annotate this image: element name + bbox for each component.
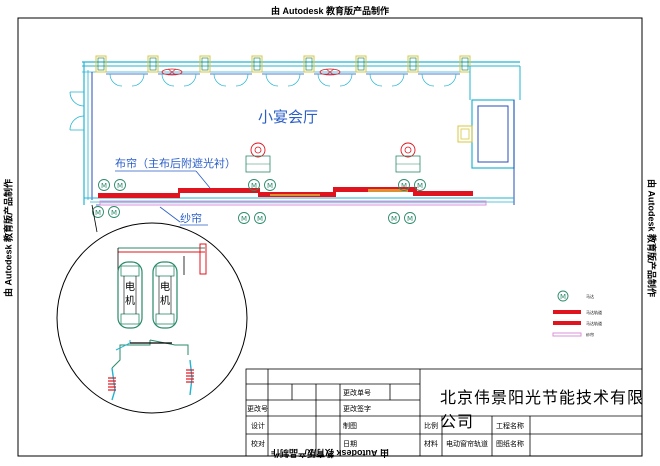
svg-text:M: M: [101, 182, 107, 190]
window-bay: [366, 73, 408, 87]
ceiling-light: [395, 142, 421, 173]
legend-item-rail-2: 马达轨道: [586, 320, 602, 326]
wall-post: [459, 55, 471, 73]
tb-material-label: 材料: [424, 440, 438, 448]
motor-icon: M: [98, 179, 110, 191]
cable-plug: [186, 369, 194, 383]
tb-project-label: 工程名称: [496, 422, 524, 430]
motor-icon: M: [404, 212, 416, 224]
tb-scale-label: 比例: [424, 422, 438, 430]
tb-change-sign-label: 更改签字: [343, 405, 371, 413]
ceiling-ornament: [319, 68, 341, 76]
motor-icon: M: [398, 179, 410, 191]
wall-post: [407, 55, 419, 73]
tb-date-label: 日期: [343, 440, 357, 448]
window-bay: [314, 73, 356, 87]
tb-drawing-label: 制图: [343, 422, 357, 430]
ceiling-light: [245, 142, 271, 173]
window-bay: [262, 73, 304, 87]
svg-text:电: 电: [160, 280, 170, 293]
window-bay: [210, 73, 252, 87]
legend-item-sheer: 纱帘: [586, 331, 594, 337]
wall-post: [303, 55, 315, 73]
tb-change-no-label: 更改单号: [343, 389, 371, 397]
motor-icon: M: [414, 179, 426, 191]
motor-icon: M: [238, 212, 250, 224]
svg-text:M: M: [251, 182, 257, 190]
window-bay: [106, 73, 148, 87]
motors: M M M M M M M M M M M M: [92, 179, 426, 224]
motor-icon: M: [108, 206, 120, 218]
svg-text:M: M: [407, 215, 413, 223]
motor-body-right: 电机: [152, 261, 178, 329]
wall-post: [147, 55, 159, 73]
tb-check-label: 校对: [251, 440, 265, 448]
svg-text:机: 机: [160, 294, 170, 307]
svg-text:M: M: [267, 182, 273, 190]
legend-item-rail-1: 马达轨道: [586, 309, 602, 315]
company-name: 北京伟景阳光节能技术有限公司: [440, 388, 645, 431]
motor-icon: M: [248, 179, 260, 191]
ceiling-ornament: [161, 68, 183, 76]
sheer-curtain: [99, 200, 487, 206]
wall-post: [95, 55, 107, 73]
floor-plan: 小宴会厅 布帘（主布后附遮光衬） 纱帘 M M M M M M M M M M M M: [69, 55, 521, 226]
cloth-curtain-rails: [98, 187, 473, 198]
motor-icon: M: [264, 179, 276, 191]
motor-icon: M: [114, 179, 126, 191]
wall-post: [251, 55, 263, 73]
motor-icon: M: [92, 206, 104, 218]
svg-text:电: 电: [125, 280, 135, 293]
svg-text:M: M: [257, 215, 263, 223]
window-bay: [418, 73, 460, 87]
svg-text:机: 机: [125, 294, 135, 307]
motor-body-left: 电机: [117, 261, 143, 329]
svg-text:M: M: [241, 215, 247, 223]
wall-post: [355, 55, 367, 73]
svg-text:M: M: [95, 209, 101, 217]
svg-text:M: M: [560, 293, 566, 301]
legend-item-motor: 马达: [586, 293, 594, 299]
watermark-top: 由 Autodesk 教育版产品制作: [270, 6, 389, 16]
wall-post: [199, 55, 211, 73]
svg-text:M: M: [111, 209, 117, 217]
sheer-curtain-label: 纱帘: [180, 211, 202, 225]
svg-text:M: M: [391, 215, 397, 223]
svg-text:M: M: [417, 182, 423, 190]
motor-icon: M: [254, 212, 266, 224]
motor-icon: M: [388, 212, 400, 224]
svg-text:M: M: [401, 182, 407, 190]
cloth-curtain-label: 布帘（主布后附遮光衬）: [115, 156, 236, 170]
svg-text:M: M: [117, 182, 123, 190]
tb-change-label: 更改号: [247, 405, 268, 413]
tb-drawing-name-label: 图纸名称: [496, 440, 524, 448]
tb-design-label: 设计: [251, 422, 265, 430]
tb-material-value: 电动窗帘轨道: [446, 440, 488, 448]
window-bay: [158, 73, 200, 87]
cable-plug: [108, 377, 116, 391]
legend: M 马达 马达轨道 马达轨道 纱帘: [552, 290, 602, 337]
title-block: [245, 368, 643, 457]
room-title: 小宴会厅: [258, 108, 318, 126]
